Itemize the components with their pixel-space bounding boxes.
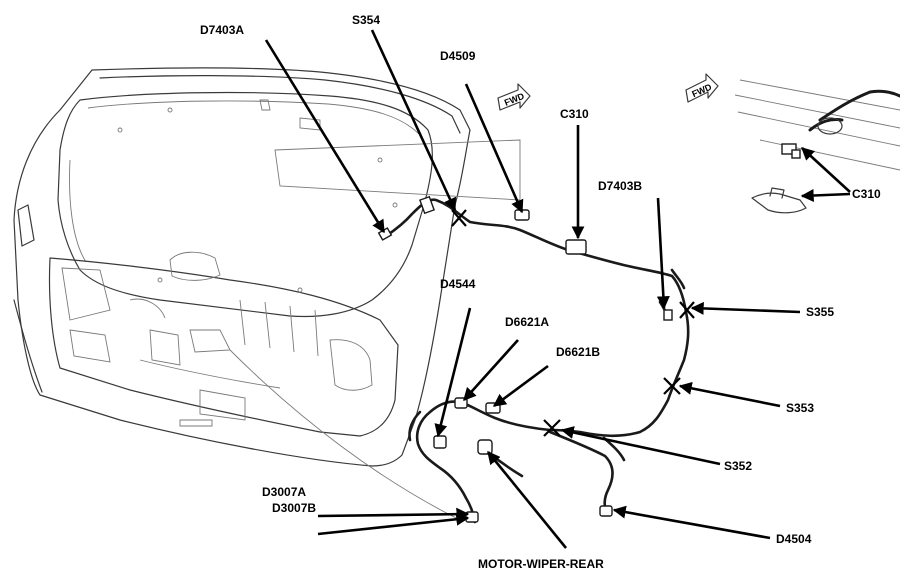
label-d3007b: D3007B (272, 501, 316, 515)
fwd-label-inset: FWD (690, 82, 713, 100)
label-s355: S355 (806, 305, 834, 319)
connectors (377, 195, 673, 523)
label-d7403b: D7403B (598, 179, 642, 193)
label-d4544: D4544 (440, 277, 476, 291)
c310-inset-detail (734, 79, 900, 214)
liftgate-body (13, 67, 521, 521)
label-d6621a: D6621A (505, 315, 549, 329)
label-d4509: D4509 (440, 49, 476, 63)
callout-labels: D7403A S354 D4509 C310 C310 D7403B S355 … (200, 13, 881, 571)
label-c310-main: C310 (560, 107, 589, 121)
fwd-arrow-main: FWD (497, 83, 531, 111)
label-motor-wiper-rear: MOTOR-WIPER-REAR (478, 557, 604, 571)
label-s354: S354 (352, 13, 380, 27)
label-s353: S353 (786, 401, 814, 415)
wiring-harness (384, 198, 690, 524)
label-d4504: D4504 (776, 532, 812, 546)
label-s352: S352 (724, 459, 752, 473)
leader-lines (264, 29, 851, 549)
label-d3007a: D3007A (262, 485, 306, 499)
label-d6621b: D6621B (556, 345, 600, 359)
label-d7403a: D7403A (200, 23, 244, 37)
fwd-arrow-inset: FWD (685, 73, 719, 103)
label-c310-inset: C310 (852, 187, 881, 201)
